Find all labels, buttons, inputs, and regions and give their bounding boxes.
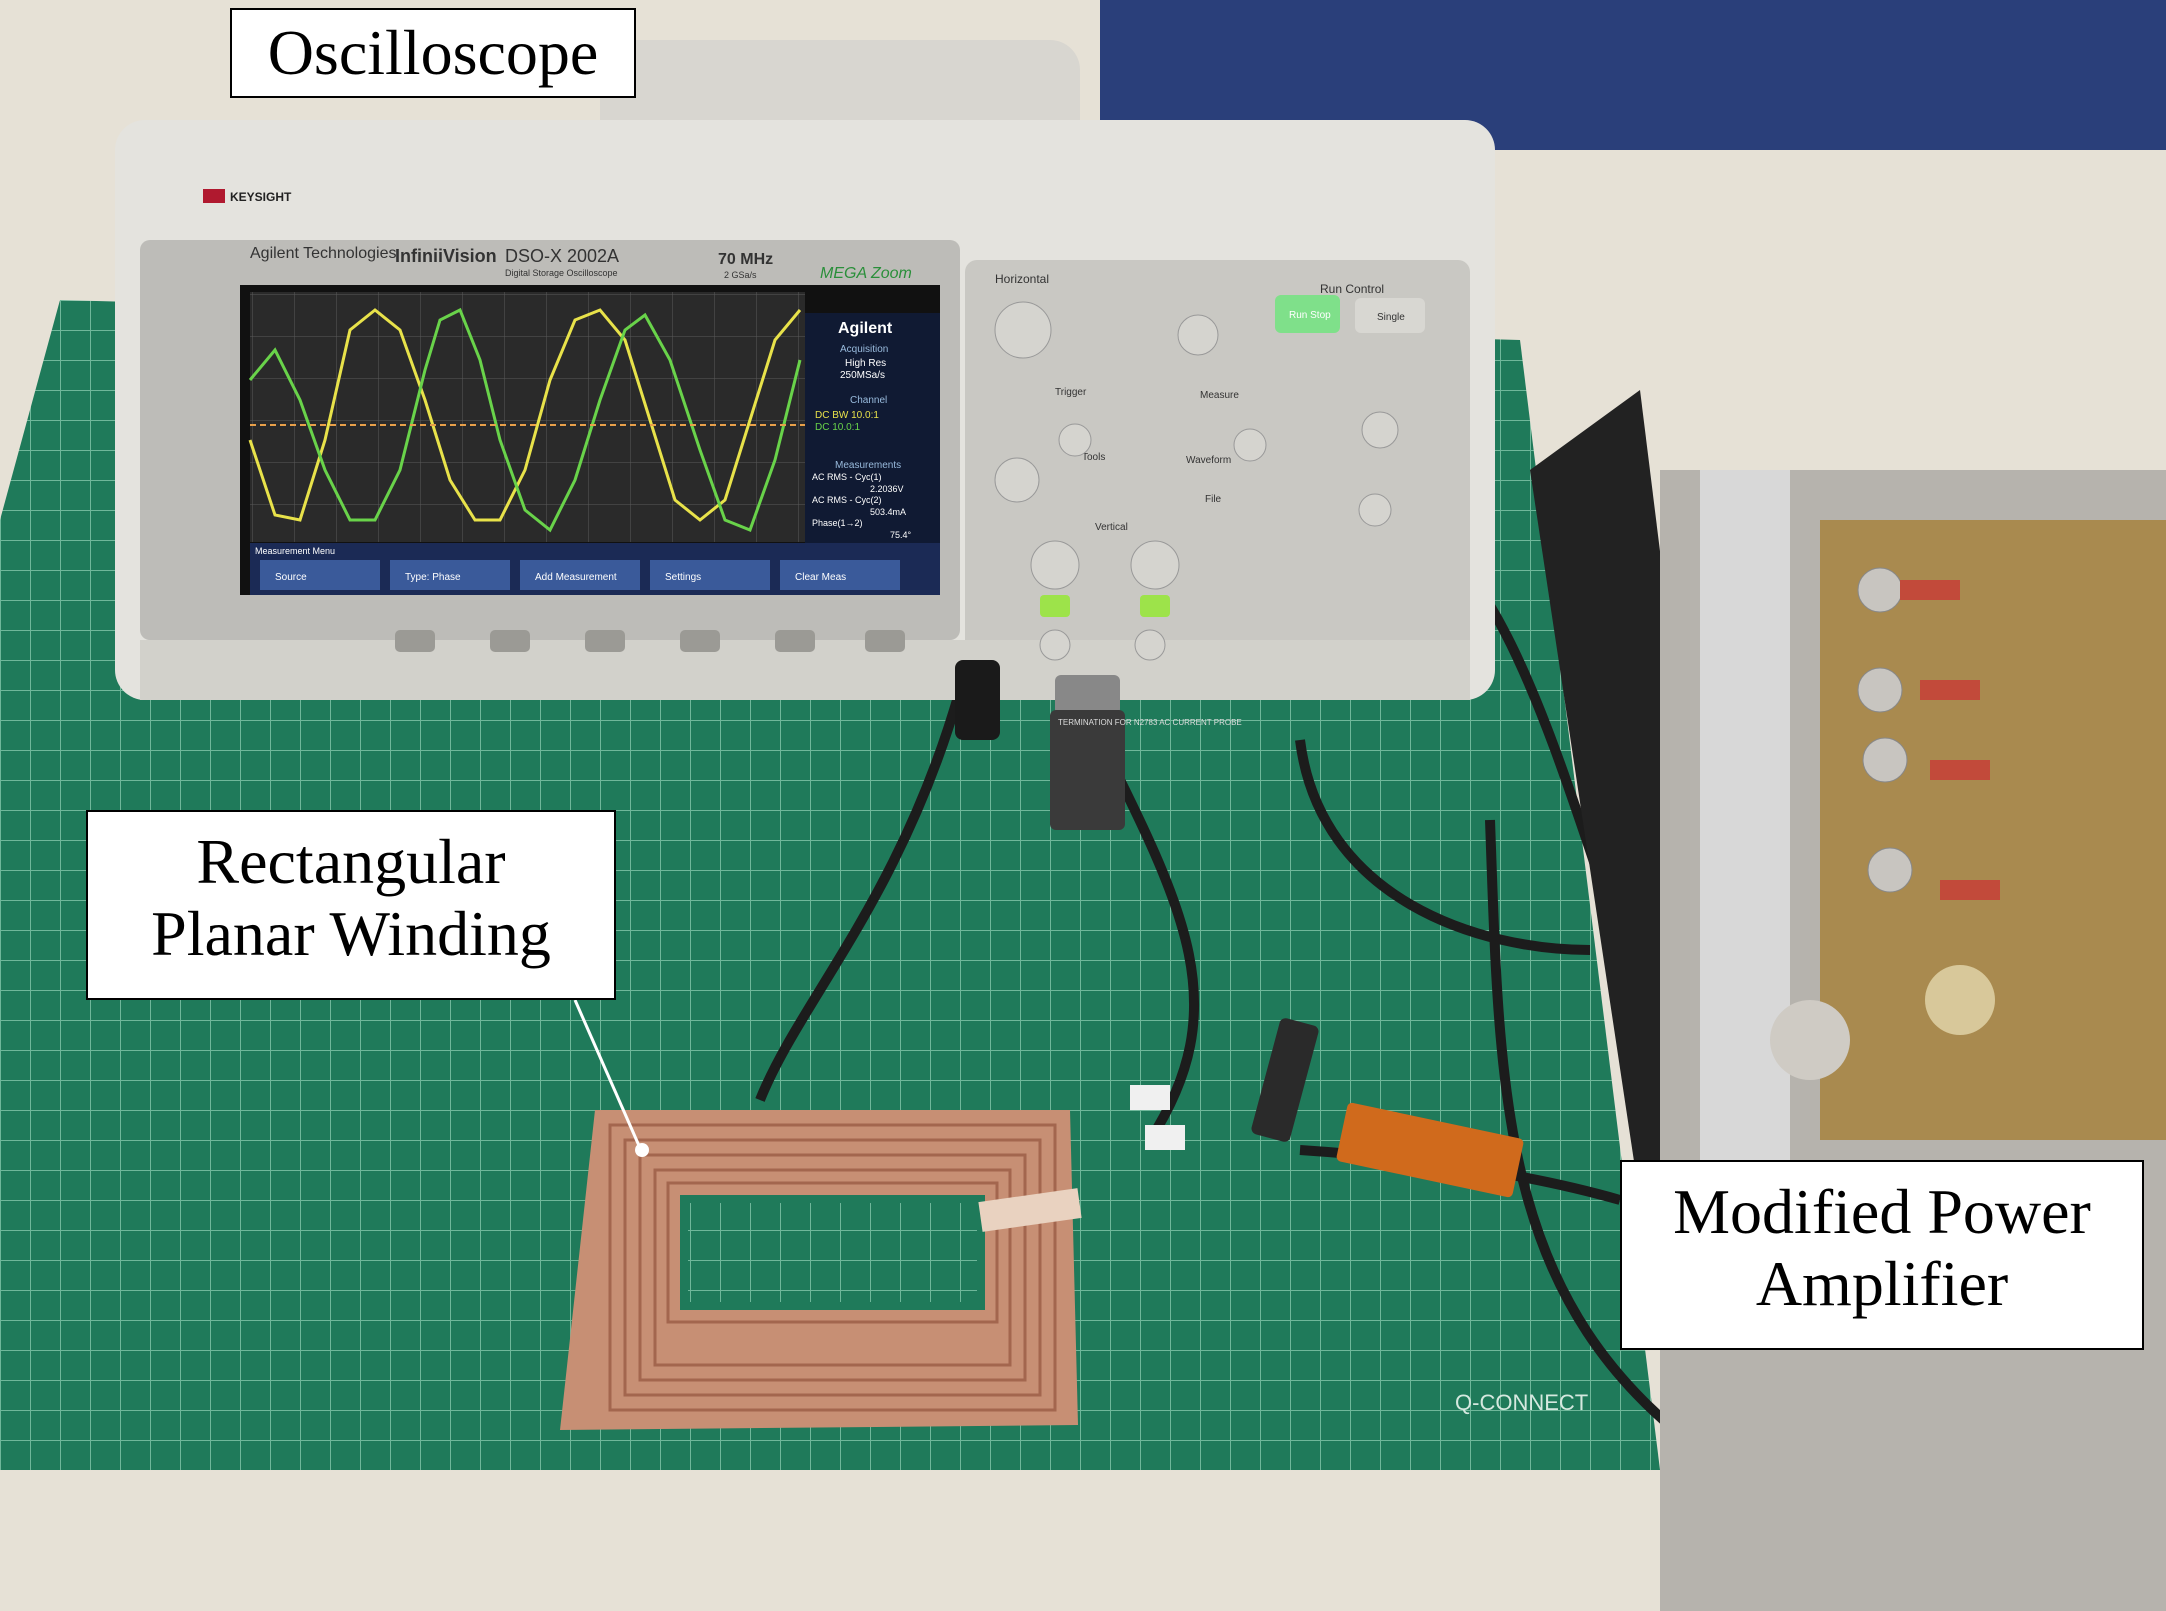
winding-label-line1: Rectangular [196, 826, 506, 897]
ch1-trace [248, 308, 802, 522]
menu-item-3: Settings [665, 572, 701, 583]
acq-mode: High Res [845, 358, 886, 369]
meas1-label: AC RMS - Cyc(1) [812, 472, 882, 482]
probe-label: TERMINATION FOR N2783 AC CURRENT PROBE [1058, 718, 1242, 727]
entry-knob[interactable] [994, 457, 1040, 503]
maker-text: Agilent Technologies [250, 245, 396, 262]
tools-label: Tools [1082, 452, 1105, 463]
meas1-value: 2.2036V [870, 484, 904, 494]
model-text: DSO-X 2002A [505, 246, 619, 266]
acq-rate: 250MSa/s [840, 370, 885, 381]
menu-item-0: Source [275, 572, 307, 583]
resistor [1336, 1102, 1524, 1198]
meas2-label: AC RMS - Cyc(2) [812, 495, 882, 505]
menu-item-1: Type: Phase [405, 572, 461, 583]
ch2-position-knob[interactable] [1134, 629, 1166, 661]
menu-item-4: Clear Meas [795, 572, 846, 583]
planar-winding [560, 1110, 1082, 1430]
amplifier-label-line2: Amplifier [1755, 1247, 2009, 1319]
ch2-scale-knob[interactable] [1130, 540, 1180, 590]
ch2-trace [248, 307, 802, 533]
horizontal-label: Horizontal [995, 272, 1049, 286]
meas2-value: 503.4mA [870, 507, 906, 517]
position-knob[interactable] [1177, 314, 1219, 356]
math-knob[interactable] [1358, 493, 1392, 527]
brand-text: KEYSIGHT [230, 190, 292, 204]
serial-knob[interactable] [1361, 411, 1399, 449]
ch1-button[interactable] [1040, 595, 1070, 617]
bandwidth-text: 70 MHz [718, 251, 773, 268]
waveform-label: Waveform [1186, 455, 1231, 466]
trigger-knob[interactable] [1058, 423, 1092, 457]
meas3-label: Phase(1→2) [812, 518, 863, 528]
file-label: File [1205, 494, 1222, 505]
winding-pointer-line [573, 999, 642, 1149]
single-text: Single [1377, 312, 1405, 323]
amplifier-label: Modified Power Amplifier [1620, 1160, 2144, 1350]
screen-header: Agilent [838, 320, 893, 337]
winding-pointer-dot [635, 1143, 649, 1157]
winding-label: Rectangular Planar Winding [86, 810, 616, 1000]
run-stop-text: Run Stop [1289, 310, 1331, 321]
run-control-label: Run Control [1320, 282, 1384, 296]
winding-label-line2: Planar Winding [151, 897, 551, 969]
terminal-block-2 [1145, 1125, 1185, 1150]
softkey-labels: Source Type: Phase Add Measurement Setti… [260, 560, 900, 590]
meas3-value: 75.4° [890, 530, 912, 540]
trigger-label: Trigger [1055, 387, 1087, 398]
amplifier-label-line1: Modified Power [1673, 1176, 2091, 1247]
probes: TERMINATION FOR N2783 AC CURRENT PROBE [955, 660, 1524, 1198]
vertical-label: Vertical [1095, 522, 1128, 533]
oscilloscope: KEYSIGHT Agilent Technologies InfiniiVis… [115, 40, 1495, 700]
megazoom-text: MEGA Zoom [820, 265, 912, 282]
series-text: InfiniiVision [395, 246, 497, 266]
meas-title: Measurements [835, 460, 901, 471]
run-stop-button[interactable] [1275, 295, 1340, 333]
control-panel: Horizontal Run Control Run Stop Single T… [994, 272, 1425, 661]
horizontal-knob[interactable] [994, 301, 1052, 359]
ch1-position-knob[interactable] [1039, 629, 1071, 661]
acq-title: Acquisition [840, 344, 888, 355]
ch2-button[interactable] [1140, 595, 1170, 617]
ch1-setting: DC BW 10.0:1 [815, 410, 879, 421]
mat-brand: Q-CONNECT [1455, 1390, 1588, 1415]
ch2-setting: DC 10.0:1 [815, 422, 860, 433]
single-button[interactable] [1355, 298, 1425, 333]
measure-label: Measure [1200, 390, 1239, 401]
model-sub-text: Digital Storage Oscilloscope [505, 268, 618, 278]
current-probe [1251, 1018, 1319, 1142]
terminal-block-1 [1130, 1085, 1170, 1110]
oscilloscope-label: Oscilloscope [230, 8, 636, 98]
softkeys [395, 630, 905, 652]
sample-rate-text: 2 GSa/s [724, 270, 757, 280]
channel-title: Channel [850, 395, 887, 406]
scope-screen: Agilent Acquisition High Res 250MSa/s Ch… [240, 285, 940, 595]
ch1-scale-knob[interactable] [1030, 540, 1080, 590]
menu-item-2: Add Measurement [535, 572, 617, 583]
power-amplifier [1530, 390, 2166, 1611]
menu-title: Measurement Menu [255, 546, 335, 556]
cursor-knob[interactable] [1233, 428, 1267, 462]
